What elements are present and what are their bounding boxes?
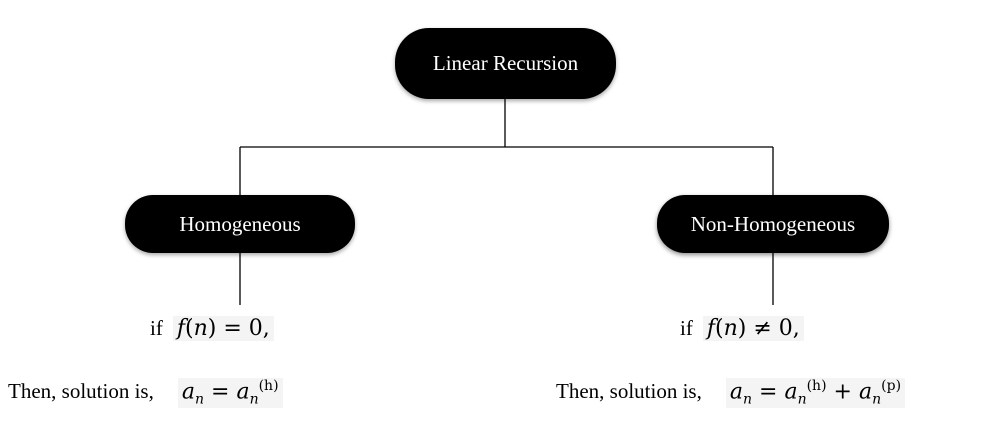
homogeneous-label: Homogeneous: [179, 211, 301, 236]
condition-formula: f(n) = 0,: [172, 316, 274, 341]
root-node: Linear Recursion: [395, 28, 616, 99]
condition-formula: f(n) ≠ 0,: [702, 316, 804, 341]
homogeneous-node: Homogeneous: [125, 195, 355, 253]
root-label: Linear Recursion: [432, 51, 579, 75]
nonhomogeneous-node: Non-Homogeneous: [657, 195, 889, 253]
nonhomogeneous-solution: Then, solution is, an = an(h) + an(p): [556, 378, 906, 408]
homogeneous-condition: if f(n) = 0,: [150, 316, 274, 341]
solution-formula: an = an(h) + an(p): [725, 378, 906, 408]
homogeneous-solution: Then, solution is, an = an(h): [8, 378, 283, 408]
solution-prefix: Then, solution is,: [556, 379, 702, 404]
nonhomogeneous-condition: if f(n) ≠ 0,: [680, 316, 804, 341]
nonhomogeneous-label: Non-Homogeneous: [690, 211, 856, 236]
solution-formula: an = an(h): [177, 378, 283, 408]
condition-prefix: if: [680, 316, 693, 340]
condition-prefix: if: [150, 316, 163, 340]
solution-prefix: Then, solution is,: [8, 379, 154, 404]
